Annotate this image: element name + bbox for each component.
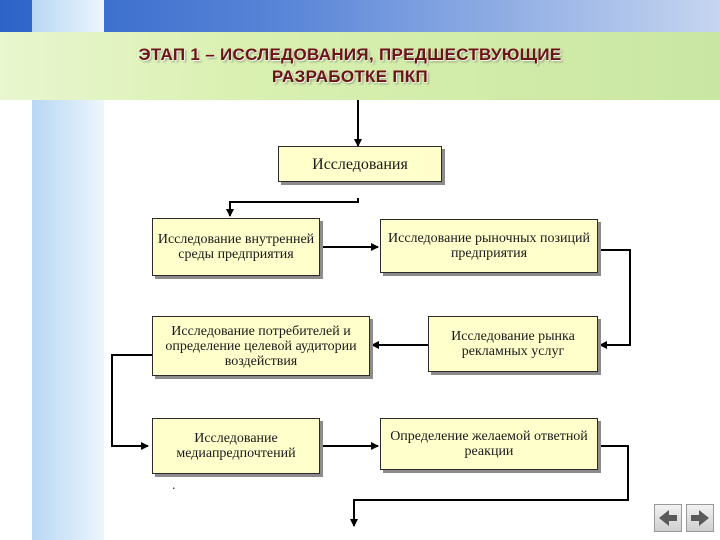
node-market-positions-label: Исследование рыночных позиций предприяти… — [388, 231, 590, 261]
stray-dot: . — [172, 478, 176, 493]
arrow-consumers-to-media — [111, 354, 152, 450]
node-desired-response: Определение желаемой ответной реакции — [380, 418, 598, 470]
node-inner-environment: Исследование внутренней среды предприяти… — [152, 218, 320, 276]
node-root-label: Исследования — [312, 155, 408, 173]
node-desired-response-label: Определение желаемой ответной реакции — [390, 429, 588, 459]
arrow-right-icon — [691, 510, 709, 526]
prev-slide-button[interactable] — [654, 504, 682, 532]
slide-title-line-2: РАЗРАБОТКЕ ПКП — [271, 67, 429, 86]
node-consumers: Исследование потребителей и определение … — [152, 316, 370, 376]
node-ad-market: Исследование рынка рекламных услуг — [428, 316, 598, 372]
node-market-positions: Исследование рыночных позиций предприяти… — [380, 219, 598, 273]
title-band — [0, 32, 720, 100]
arrow-market-positions-to-ad-market — [598, 249, 631, 349]
node-inner-environment-label: Исследование внутренней среды предприяти… — [157, 232, 315, 262]
node-root: Исследования — [278, 146, 442, 182]
slide-title: ЭТАП 1 – ИССЛЕДОВАНИЯ, ПРЕДШЕСТВУЮЩИЕ РА… — [0, 44, 700, 88]
slide-title-line-1: ЭТАП 1 – ИССЛЕДОВАНИЯ, ПРЕДШЕСТВУЮЩИЕ — [138, 45, 562, 64]
arrow-response-out — [350, 445, 629, 527]
node-consumers-label: Исследование потребителей и определение … — [165, 323, 357, 369]
next-slide-button[interactable] — [686, 504, 714, 532]
node-media-preferences: Исследование медиапредпочтений — [152, 418, 320, 474]
node-ad-market-label: Исследование рынка рекламных услуг — [451, 329, 575, 359]
node-media-preferences-label: Исследование медиапредпочтений — [176, 431, 296, 461]
arrow-left-icon — [659, 510, 677, 526]
top-decor-band — [0, 0, 720, 32]
arrow-root-to-inner-env — [226, 198, 359, 217]
